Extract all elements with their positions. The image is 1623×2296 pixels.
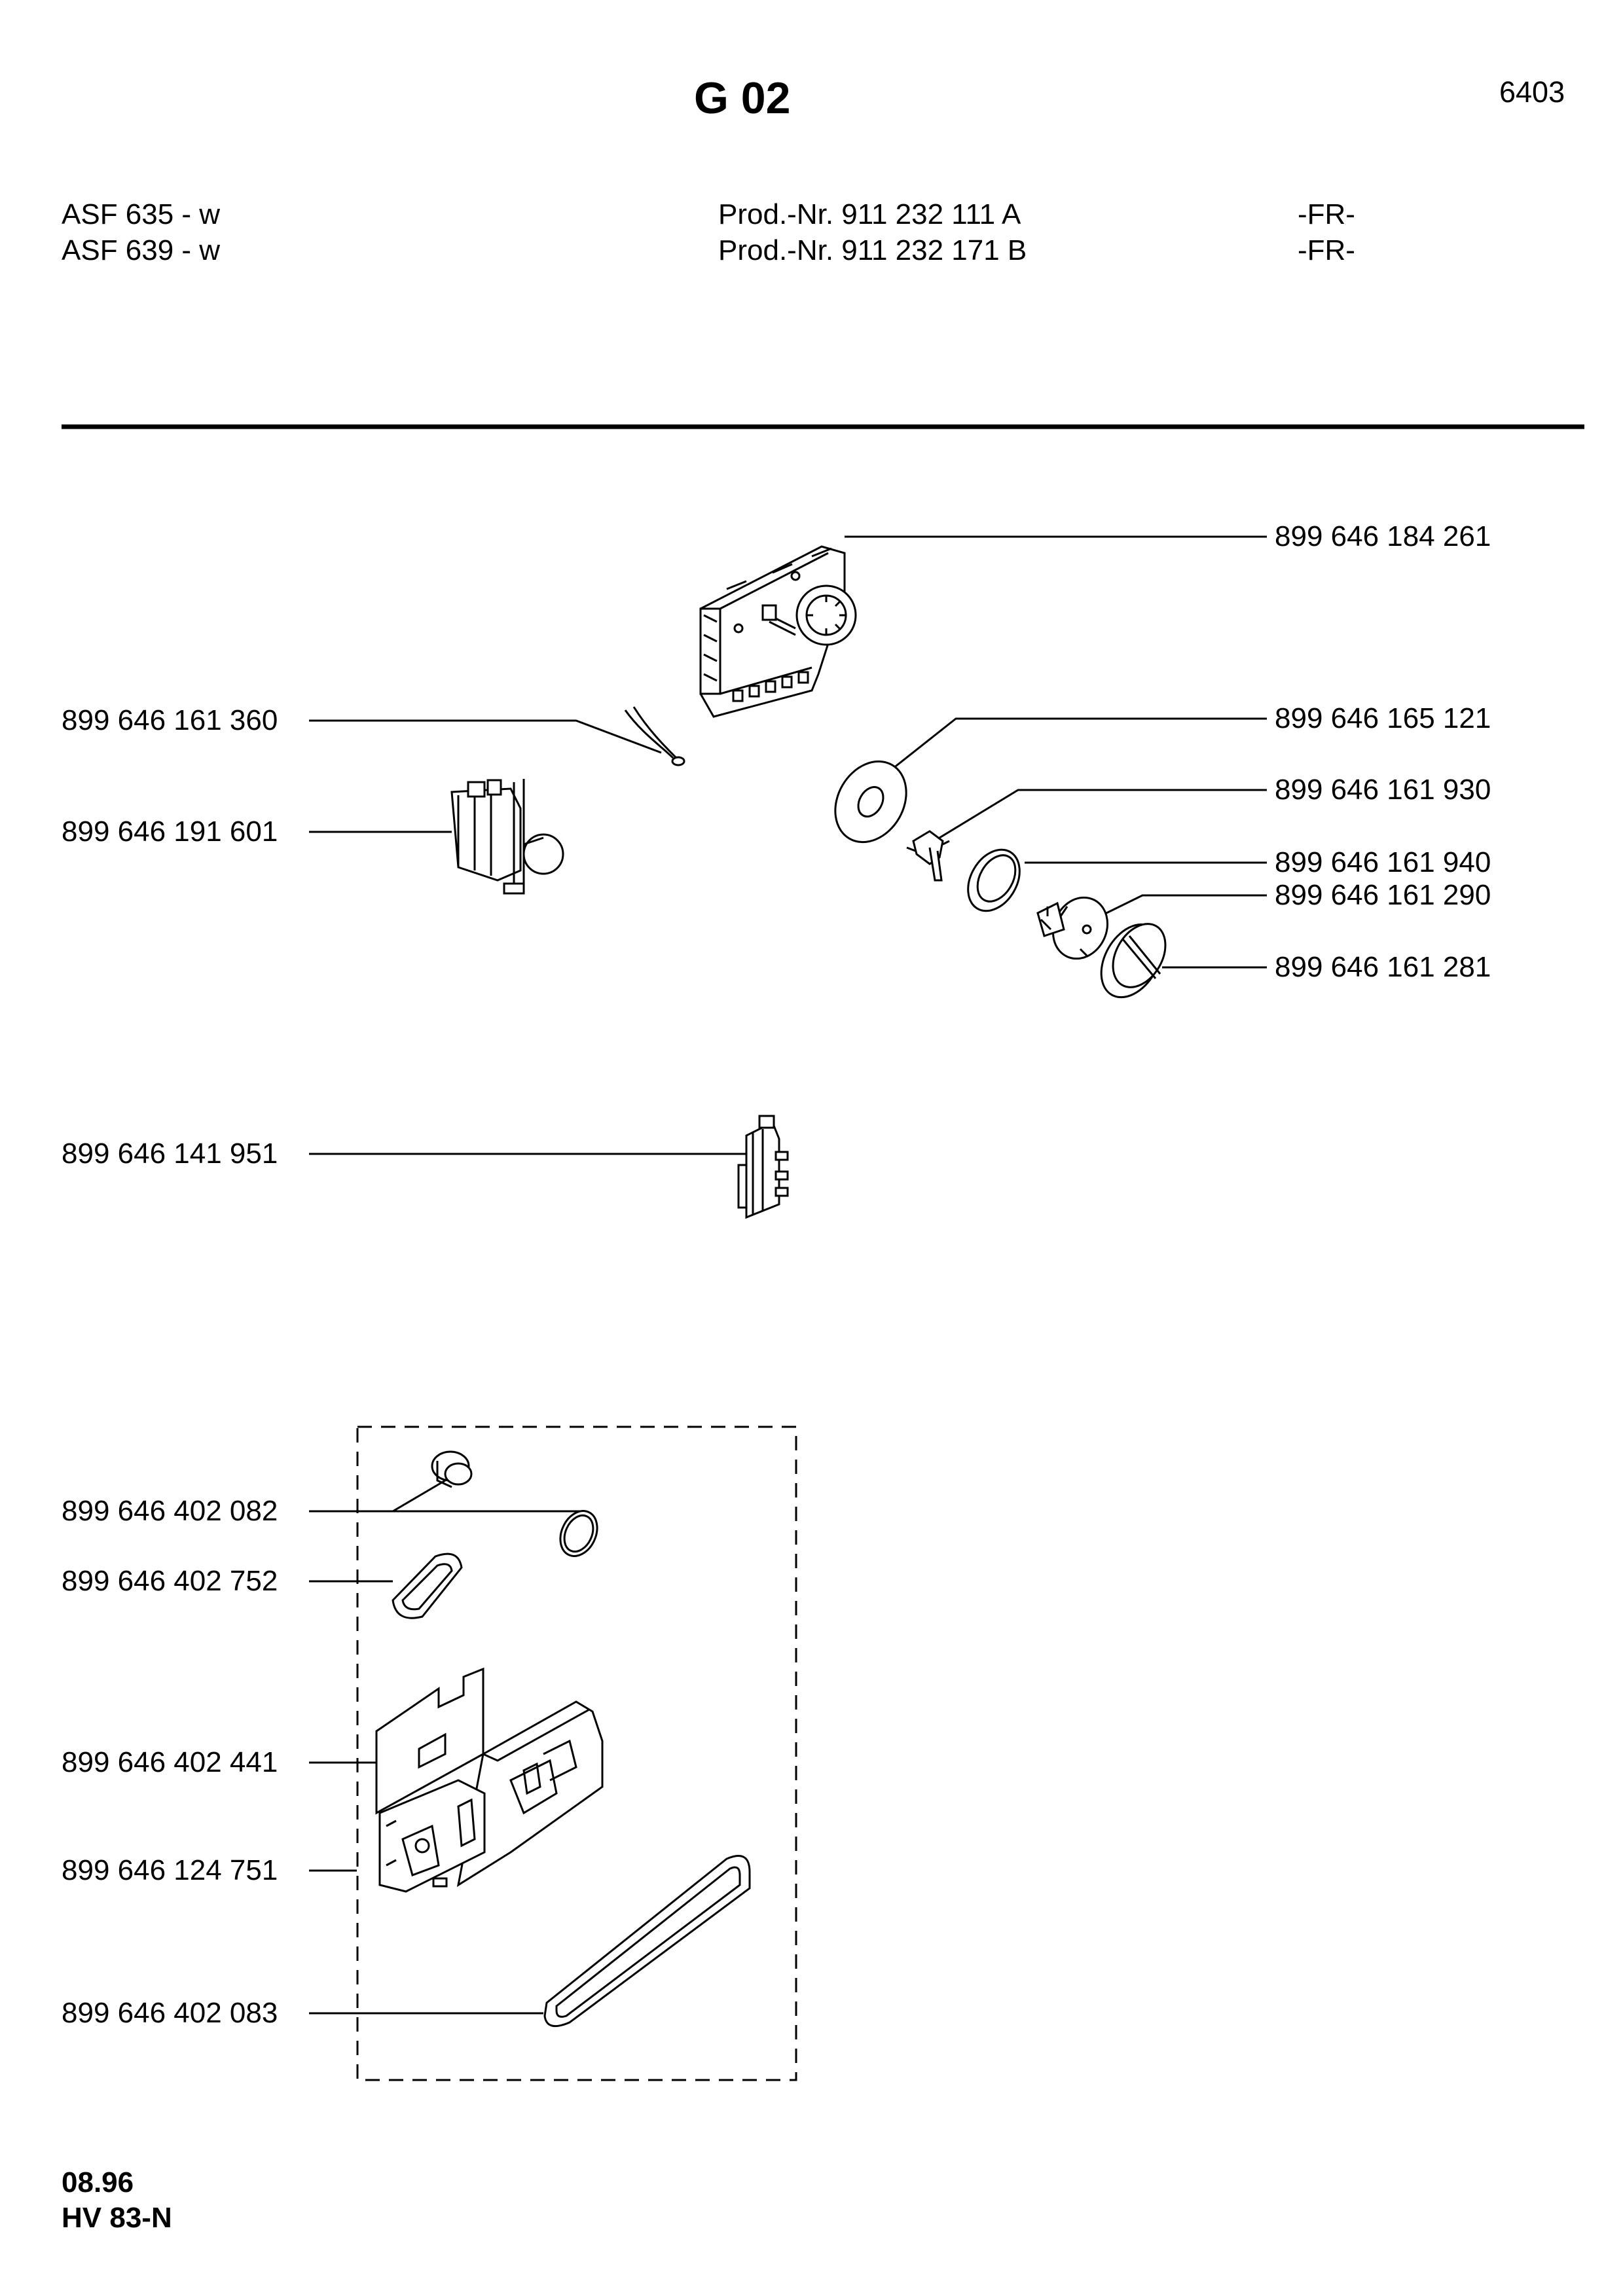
lock-ring-drawing — [432, 1452, 604, 1562]
leader-sensor-wire — [309, 721, 661, 753]
footer-date: 08.96 — [62, 2166, 134, 2198]
leader-lock-ring-a — [309, 1480, 445, 1511]
leader-adapter — [1106, 895, 1267, 913]
knob-drawing — [1089, 914, 1176, 1008]
large-gasket-drawing — [545, 1856, 750, 2026]
leader-clip — [939, 790, 1267, 838]
washer-drawing — [821, 749, 921, 855]
leader-lines — [309, 537, 1267, 2013]
part-label-clip: 899 646 161 930 — [1275, 774, 1491, 806]
prod-number-2: Prod.-Nr. 911 232 171 B — [718, 234, 1027, 266]
page-title: G 02 — [694, 73, 791, 123]
lock-body-drawing — [376, 1669, 602, 1885]
part-label-actuator: 899 646 124 751 — [62, 1854, 278, 1886]
region-1: -FR- — [1298, 198, 1355, 230]
kit-dashed-box — [357, 1427, 796, 2080]
region-2: -FR- — [1298, 234, 1355, 266]
prod-number-1: Prod.-Nr. 911 232 111 A — [718, 198, 1021, 230]
part-label-ring: 899 646 161 940 — [1275, 846, 1491, 878]
part-label-door-switch: 899 646 141 951 — [62, 1138, 278, 1170]
page-code: 6403 — [1499, 75, 1565, 109]
clip-drawing — [907, 831, 949, 880]
part-label-timer: 899 646 184 261 — [1275, 520, 1491, 552]
part-label-large-gasket: 899 646 402 083 — [62, 1997, 278, 2029]
part-label-knob: 899 646 161 281 — [1275, 951, 1491, 983]
part-label-lock-body: 899 646 402 441 — [62, 1746, 278, 1778]
ring-drawing — [958, 840, 1030, 920]
model-name-1: ASF 635 - w — [62, 198, 221, 230]
adapter-drawing — [1038, 889, 1118, 968]
part-label-small-gasket: 899 646 402 752 — [62, 1565, 278, 1597]
part-label-lock-ring: 899 646 402 082 — [62, 1495, 278, 1527]
model-name-2: ASF 639 - w — [62, 234, 221, 266]
small-gasket-drawing — [393, 1554, 462, 1618]
actuator-drawing — [380, 1780, 484, 1892]
switch-drawing — [452, 779, 563, 893]
part-label-sensor-wire: 899 646 161 360 — [62, 704, 278, 736]
leader-washer — [884, 719, 1267, 776]
sensor-wire-drawing — [625, 707, 684, 765]
timer-drawing — [701, 547, 856, 717]
part-label-washer: 899 646 165 121 — [1275, 702, 1491, 734]
door-switch-drawing — [739, 1116, 788, 1217]
part-label-switch: 899 646 191 601 — [62, 816, 278, 848]
part-label-adapter: 899 646 161 290 — [1275, 879, 1491, 911]
footer-code: HV 83-N — [62, 2202, 172, 2234]
